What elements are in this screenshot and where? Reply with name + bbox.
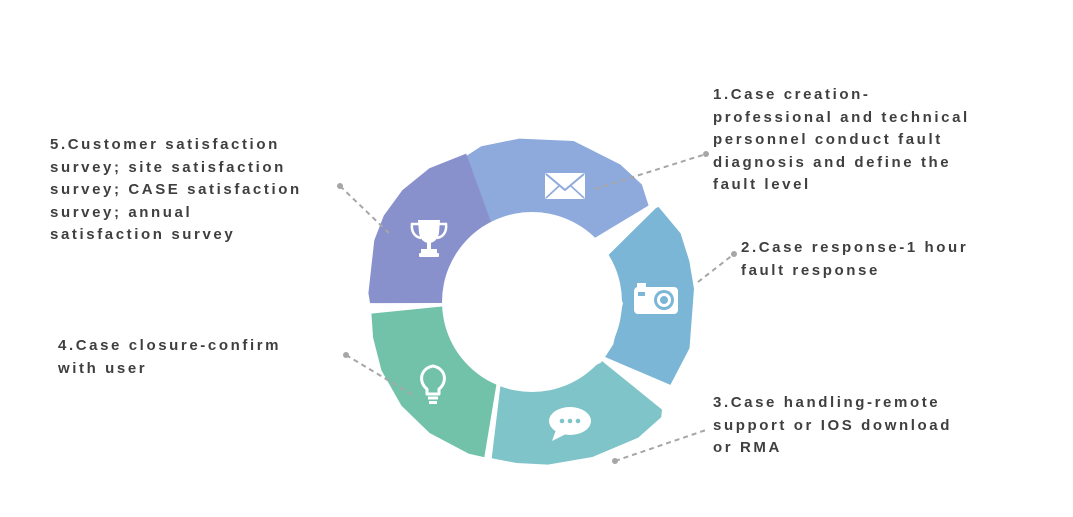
step-label-line: survey; CASE satisfaction	[50, 181, 302, 198]
step-label-case-response: 2.Case response-1 hour fault response	[741, 237, 968, 282]
connector-1	[594, 153, 707, 190]
step-label-line: survey; annual	[50, 203, 193, 221]
connector-dot-4	[343, 352, 349, 358]
connector-4	[345, 354, 417, 398]
step-label-line: professional and technical	[713, 108, 970, 126]
connector-dot-5	[337, 183, 343, 189]
connector-3	[614, 429, 707, 462]
step-label-line: with user	[58, 359, 148, 377]
step-label-case-creation: 1.Case creation- professional and techni…	[713, 84, 970, 197]
connector-dot-3	[612, 458, 618, 464]
step-label-case-handling: 3.Case handling-remote support or IOS do…	[713, 392, 952, 460]
step-label-line: 4.Case closure-confirm	[58, 337, 282, 354]
step-label-line: fault level	[713, 176, 811, 193]
step-label-line: or RMA	[713, 439, 782, 456]
envelope-icon	[545, 173, 585, 199]
step-label-satisfaction-survey: 5.Customer satisfaction survey; site sat…	[50, 134, 302, 247]
step-label-line: 5.Customer satisfaction	[50, 136, 280, 153]
step-label-line: fault response	[741, 261, 880, 279]
connector-dot-2	[731, 251, 737, 257]
trophy-icon	[410, 220, 448, 257]
step-label-line: survey; site satisfaction	[50, 158, 286, 176]
segment-case-closure	[371, 306, 497, 458]
step-label-line: 3.Case handling-remote	[713, 394, 941, 411]
camera-icon	[634, 283, 678, 314]
step-label-line: 2.Case response-1 hour	[741, 239, 969, 256]
step-label-case-closure: 4.Case closure-confirm with user	[58, 335, 281, 380]
step-label-line: 1.Case creation-	[713, 86, 871, 103]
lightbulb-icon	[420, 364, 446, 404]
step-label-line: support or IOS download	[713, 416, 952, 434]
chat-bubble-icon	[549, 407, 591, 441]
connector-2	[697, 253, 735, 283]
step-label-line: personnel conduct fault	[713, 131, 943, 148]
step-label-line: satisfaction survey	[50, 226, 236, 243]
step-label-line: diagnosis and define the	[713, 153, 952, 171]
connector-dot-1	[703, 151, 709, 157]
connector-5	[339, 185, 393, 237]
